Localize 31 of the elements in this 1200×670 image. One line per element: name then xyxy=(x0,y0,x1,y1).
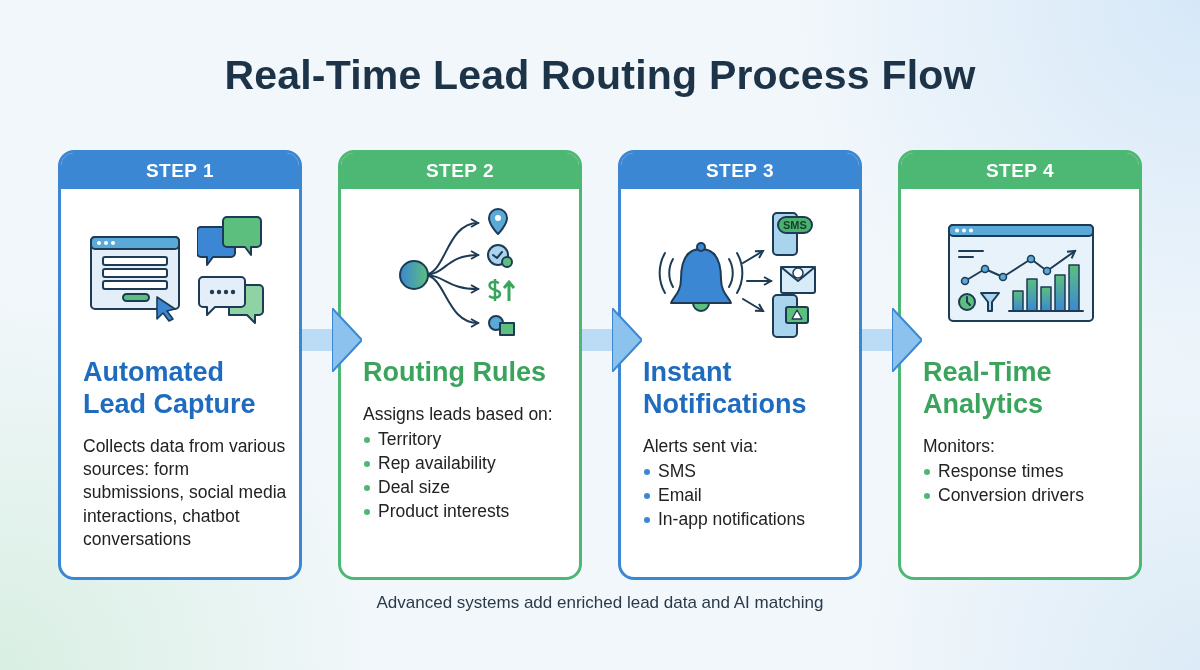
step-description: Assigns leads based on: xyxy=(363,402,554,426)
step-card xyxy=(58,150,302,580)
flow-arrow xyxy=(582,307,643,373)
step-heading: Instant Notifications xyxy=(643,357,808,421)
flow-arrow xyxy=(302,307,363,373)
bullet-item: Deal size xyxy=(363,475,579,500)
bullet-item: Conversion drivers xyxy=(923,483,1139,508)
step-heading: Routing Rules xyxy=(363,357,547,389)
step-heading: Real-Time Analytics xyxy=(923,357,1053,421)
bullet-item: Rep availability xyxy=(363,451,579,476)
step-card xyxy=(618,150,862,580)
bullet-item: Product interests xyxy=(363,499,579,524)
bullet-item: In-app notifications xyxy=(643,507,859,532)
bullet-item: Territory xyxy=(363,428,579,452)
bullet-item: SMS xyxy=(643,460,859,484)
flow-arrow xyxy=(862,307,923,373)
diagram-title: Real-Time Lead Routing Process Flow xyxy=(223,52,977,99)
step-description: Collects data from various sources: form submissions, social media interactions, chatbot conversations xyxy=(83,434,287,551)
step-card xyxy=(338,150,582,580)
bullet-item: Response times xyxy=(923,460,1139,484)
sms-bubble: SMS xyxy=(777,216,813,234)
step-description: Alerts sent via: xyxy=(643,434,759,458)
step-card xyxy=(898,150,1142,580)
footnote: Advanced systems add enriched lead data and AI matching xyxy=(375,593,825,613)
step-header: STEP 3 xyxy=(621,153,859,189)
step-heading: Automated Lead Capture xyxy=(83,357,257,421)
step-description: Monitors: xyxy=(923,434,996,458)
step-header: STEP 2 xyxy=(341,153,579,189)
step-header: STEP 4 xyxy=(901,153,1139,189)
bullet-item: Email xyxy=(643,483,859,508)
step-header: STEP 1 xyxy=(61,153,299,189)
